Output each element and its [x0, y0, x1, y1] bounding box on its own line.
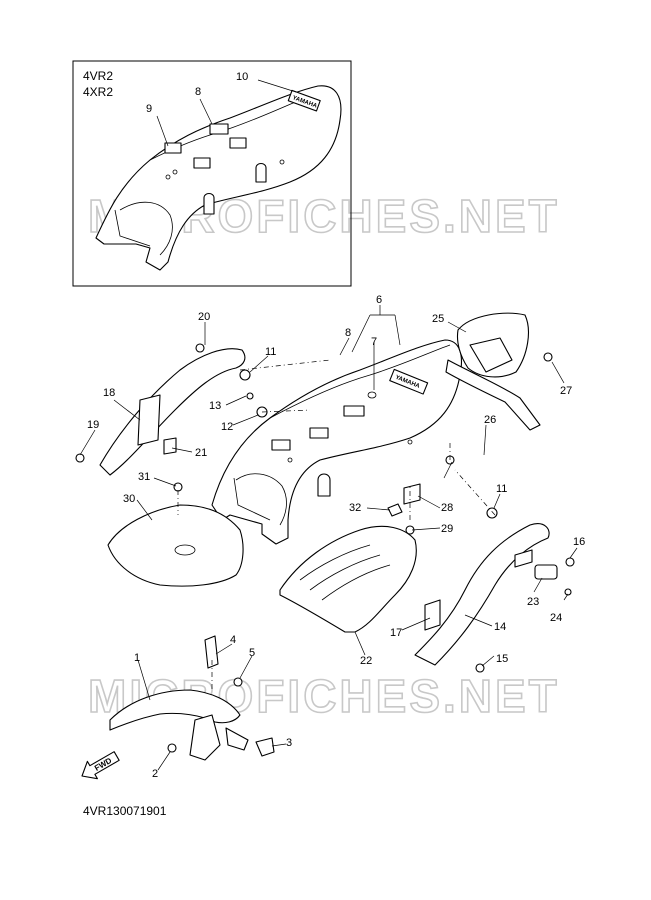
- tail-light: [445, 312, 541, 431]
- callout-24: 24: [550, 612, 562, 624]
- callout-27: 27: [560, 385, 572, 397]
- callout-26: 26: [484, 414, 496, 426]
- leader-lines: [79, 305, 578, 771]
- right-fender-rail: [414, 523, 550, 666]
- callout-31: 31: [138, 471, 150, 483]
- callout-13: 13: [209, 400, 221, 412]
- forward-direction-arrow: FWD: [81, 751, 120, 780]
- hardware: [75, 343, 575, 753]
- callout-18: 18: [103, 387, 115, 399]
- rear-fender: YAMAHA: [211, 339, 463, 545]
- callout-8: 8: [345, 327, 351, 339]
- callout-32: 32: [349, 502, 361, 514]
- callout-20: 20: [198, 311, 210, 323]
- callout-19: 19: [87, 419, 99, 431]
- callout-28: 28: [441, 502, 453, 514]
- callout-14: 14: [494, 621, 506, 633]
- callout-11-right: 11: [496, 483, 507, 495]
- callout-16: 16: [573, 536, 585, 548]
- reflector: [534, 564, 558, 580]
- callout-8-inset: 8: [195, 86, 201, 98]
- callout-5: 5: [249, 647, 255, 659]
- left-fender-rail: [99, 348, 246, 476]
- callout-6: 6: [376, 294, 382, 306]
- front-fender: [109, 689, 249, 761]
- callout-4: 4: [230, 634, 236, 646]
- callout-23: 23: [527, 596, 539, 608]
- callout-29: 29: [441, 523, 453, 535]
- callout-10: 10: [236, 71, 248, 83]
- callout-1: 1: [134, 652, 140, 664]
- callout-9: 9: [146, 103, 152, 115]
- callout-17: 17: [390, 627, 402, 639]
- front-fender-bracket: [204, 635, 275, 757]
- callout-15: 15: [496, 653, 508, 665]
- model-code-2: 4XR2: [83, 85, 113, 99]
- inset-variant-box: 4VR2 4XR2 YAMAHA 9 8 10: [72, 60, 352, 287]
- callout-12: 12: [221, 421, 233, 433]
- mud-flap-plate: [107, 504, 244, 587]
- callout-22: 22: [360, 655, 372, 667]
- callout-2: 2: [152, 768, 158, 780]
- alignment-lines: [177, 359, 496, 690]
- inset-rear-fender: YAMAHA: [95, 85, 342, 271]
- callout-7: 7: [371, 336, 377, 348]
- callout-30: 30: [123, 493, 135, 505]
- callout-25: 25: [432, 313, 444, 325]
- inner-fender-mudguard: [279, 525, 417, 633]
- callout-3: 3: [286, 737, 292, 749]
- model-code-1: 4VR2: [83, 69, 113, 83]
- diagram-code: 4VR130071901: [83, 804, 167, 818]
- callout-11-left: 11: [265, 346, 276, 358]
- callout-21: 21: [195, 447, 207, 459]
